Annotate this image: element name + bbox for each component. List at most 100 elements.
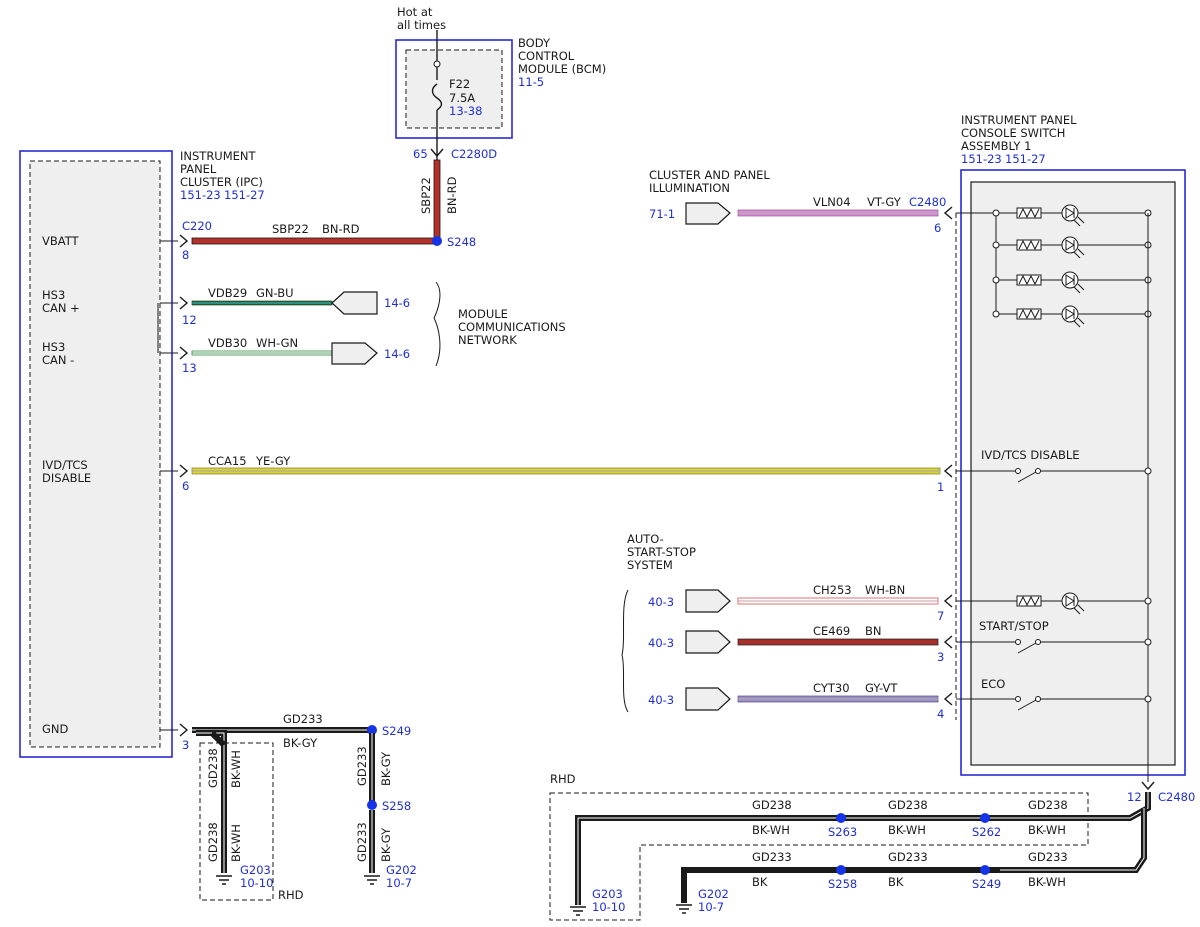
- g203-right-ref[interactable]: 10-10: [592, 900, 625, 914]
- ipc-hs3-minus-1: HS3: [42, 340, 65, 354]
- s249-left-label[interactable]: S249: [382, 724, 411, 738]
- g203-right[interactable]: G203: [592, 887, 623, 901]
- chevron-icon: [943, 206, 953, 220]
- bcm-title-3: MODULE (BCM): [518, 62, 606, 76]
- bcm-connector-c2280d[interactable]: C2280D: [451, 147, 497, 161]
- ipcs-outline: [960, 169, 1186, 776]
- fuse-ref[interactable]: 13-38: [449, 104, 482, 118]
- rhd-bottom-grounds: RHD GD238 BK-WH GD238 BK-WH GD238 BK-WH …: [549, 772, 1151, 921]
- g202-right[interactable]: G202: [698, 887, 729, 901]
- sbp22-vertical-label: SBP22: [419, 177, 433, 214]
- ipc-ref-1[interactable]: 151-23: [180, 188, 221, 202]
- s262-label[interactable]: S262: [972, 825, 1001, 839]
- gd238-v1-color: BK-WH: [229, 750, 243, 788]
- cyt30-label: CYT30: [813, 681, 850, 695]
- ground-icon: [676, 904, 692, 914]
- illum-pin-6: 6: [934, 221, 941, 235]
- ipc-hs3-plus-2: CAN +: [42, 301, 80, 315]
- instrument-panel-cluster: INSTRUMENT PANEL CLUSTER (IPC) 151-23 15…: [19, 149, 265, 758]
- rhd-left-label: RHD: [278, 888, 304, 902]
- ipc-title-2: PANEL: [180, 162, 217, 176]
- gd238-v2: GD238: [206, 822, 220, 862]
- ipcs-pin-3: 3: [937, 650, 944, 664]
- led-icon: [1061, 271, 1079, 289]
- splice-s263[interactable]: [836, 813, 846, 823]
- cca15-color: YE-GY: [255, 454, 291, 468]
- ipc-connector-c220[interactable]: C220: [182, 219, 212, 233]
- chevron-icon: [943, 692, 953, 706]
- g202-left-ref[interactable]: 10-7: [386, 876, 412, 890]
- splice-s248[interactable]: [432, 236, 442, 246]
- splice-s258-left[interactable]: [367, 800, 377, 810]
- ipc-ref-2[interactable]: 151-27: [224, 188, 265, 202]
- rhd-box-right: [549, 792, 1089, 921]
- led-row-3: [1016, 271, 1152, 294]
- gd233-b: GD233: [888, 850, 928, 864]
- auto-ref-2[interactable]: 40-3: [648, 636, 674, 650]
- ivd-switch-label: IVD/TCS DISABLE: [981, 448, 1080, 462]
- splice-s249-left[interactable]: [367, 725, 377, 735]
- g203-left-ref[interactable]: 10-10: [240, 876, 273, 890]
- auto-ref-3[interactable]: 40-3: [648, 693, 674, 707]
- chevron-icon: [1141, 781, 1155, 791]
- g202-right-ref[interactable]: 10-7: [698, 900, 724, 914]
- vdb30-ref[interactable]: 14-6: [384, 347, 410, 361]
- wire-vdb30: VDB30 WH-GN 14-6: [191, 336, 410, 365]
- splice-s249-right[interactable]: [980, 865, 990, 875]
- ipcs-connector-c2480[interactable]: C2480: [1158, 790, 1195, 804]
- vdb29-ref[interactable]: 14-6: [384, 296, 410, 310]
- ipc-pin-13: 13: [182, 361, 197, 375]
- switch-icon: [1017, 699, 1037, 711]
- bnrd-vertical-label: BN-RD: [445, 176, 459, 214]
- ipcs-pin-1: 1: [937, 480, 944, 494]
- ipc-ivd-2: DISABLE: [42, 471, 91, 485]
- s263-label[interactable]: S263: [828, 825, 857, 839]
- mcn-1: MODULE: [458, 307, 508, 321]
- ipcs-ref-2[interactable]: 151-27: [1005, 152, 1046, 166]
- auto-ref-1[interactable]: 40-3: [648, 595, 674, 609]
- g202-left[interactable]: G202: [386, 863, 417, 877]
- bk-a: BK: [752, 875, 768, 889]
- s258-left-label[interactable]: S258: [382, 799, 411, 813]
- s258-right-label[interactable]: S258: [828, 877, 857, 891]
- g203-left[interactable]: G203: [240, 863, 271, 877]
- ipc-title-3: CLUSTER (IPC): [180, 175, 263, 189]
- splice-s262[interactable]: [980, 813, 990, 823]
- ipcs-title-3: ASSEMBLY 1: [961, 139, 1031, 153]
- vln04-color: VT-GY: [867, 195, 902, 209]
- ipcs-ref-1[interactable]: 151-23: [961, 152, 1002, 166]
- bcm-ref[interactable]: 11-5: [518, 75, 544, 89]
- wire-sbp22: SBP22 BN-RD S248: [191, 222, 476, 249]
- rhd-bottom-label: RHD: [550, 772, 576, 786]
- led-icon: [1061, 204, 1079, 222]
- gd238-c: GD238: [1028, 798, 1068, 812]
- sbp22-color: BN-RD: [322, 222, 360, 236]
- ipcs-pin-7: 7: [937, 609, 944, 623]
- c2480-connector[interactable]: C2480: [909, 195, 946, 209]
- gd233-v1-color: BK-GY: [379, 751, 393, 786]
- vdb29-color: GN-BU: [256, 286, 294, 300]
- ipc-pin-8: 8: [182, 248, 189, 262]
- auto-brace-icon: [621, 589, 629, 713]
- ground-icon: [570, 906, 586, 916]
- bkwh-b: BK-WH: [888, 823, 926, 837]
- ce469-label: CE469: [813, 624, 850, 638]
- s248-label[interactable]: S248: [447, 235, 476, 249]
- illum-label-2: ILLUMINATION: [649, 181, 730, 195]
- s249-right-label[interactable]: S249: [972, 877, 1001, 891]
- wire-cca15: CCA15 YE-GY: [191, 454, 941, 475]
- gd233-c: GD233: [1028, 850, 1068, 864]
- auto-label-1: AUTO-: [627, 532, 664, 546]
- illum-ref[interactable]: 71-1: [649, 207, 675, 221]
- auto-label-3: SYSTEM: [627, 558, 673, 572]
- chevron-icon: [179, 346, 189, 360]
- bcm-module: Hot at all times F22 7.5A 13-38 BODY CON…: [395, 5, 606, 239]
- gd233-label: GD233: [283, 712, 323, 726]
- eco-label: ECO: [981, 677, 1005, 691]
- vdb30-color: WH-GN: [256, 336, 298, 350]
- led-row-2: [1016, 236, 1152, 259]
- switch-icon: [1017, 642, 1037, 654]
- chevron-icon: [179, 234, 189, 248]
- led-icon: [1061, 305, 1079, 323]
- splice-s258-right[interactable]: [836, 865, 846, 875]
